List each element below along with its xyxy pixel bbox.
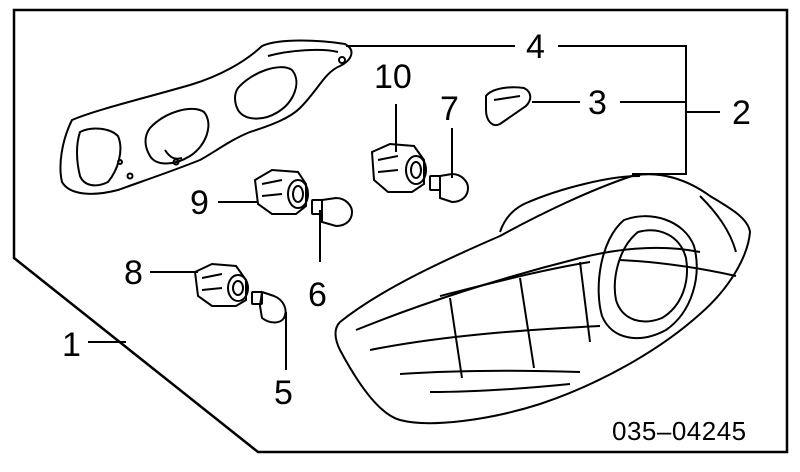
tail-lamp-housing: [334, 173, 752, 425]
bulb-part-6: [311, 196, 354, 228]
diagram-code: 035–04245: [612, 416, 747, 446]
gasket-part: [59, 39, 353, 195]
bulb-part-5: [251, 290, 287, 324]
callout-3: 3: [588, 84, 607, 122]
socket-part-10: [370, 142, 427, 193]
callout-10: 10: [374, 58, 412, 96]
leader-lines: [88, 45, 720, 370]
cap-part-3: [485, 86, 532, 126]
socket-part-8: [193, 262, 249, 307]
callout-2: 2: [732, 94, 751, 132]
socket-part-9: [253, 168, 309, 215]
leader-line-4: [346, 45, 687, 175]
callout-7: 7: [440, 90, 459, 128]
callout-1: 1: [62, 326, 81, 364]
frame-outline: [12, 8, 789, 454]
callout-6: 6: [308, 276, 327, 314]
callout-9: 9: [190, 184, 209, 222]
callout-4: 4: [526, 28, 545, 66]
callout-5: 5: [274, 374, 293, 412]
bulb-part-7: [429, 172, 470, 204]
callout-8: 8: [124, 254, 143, 292]
